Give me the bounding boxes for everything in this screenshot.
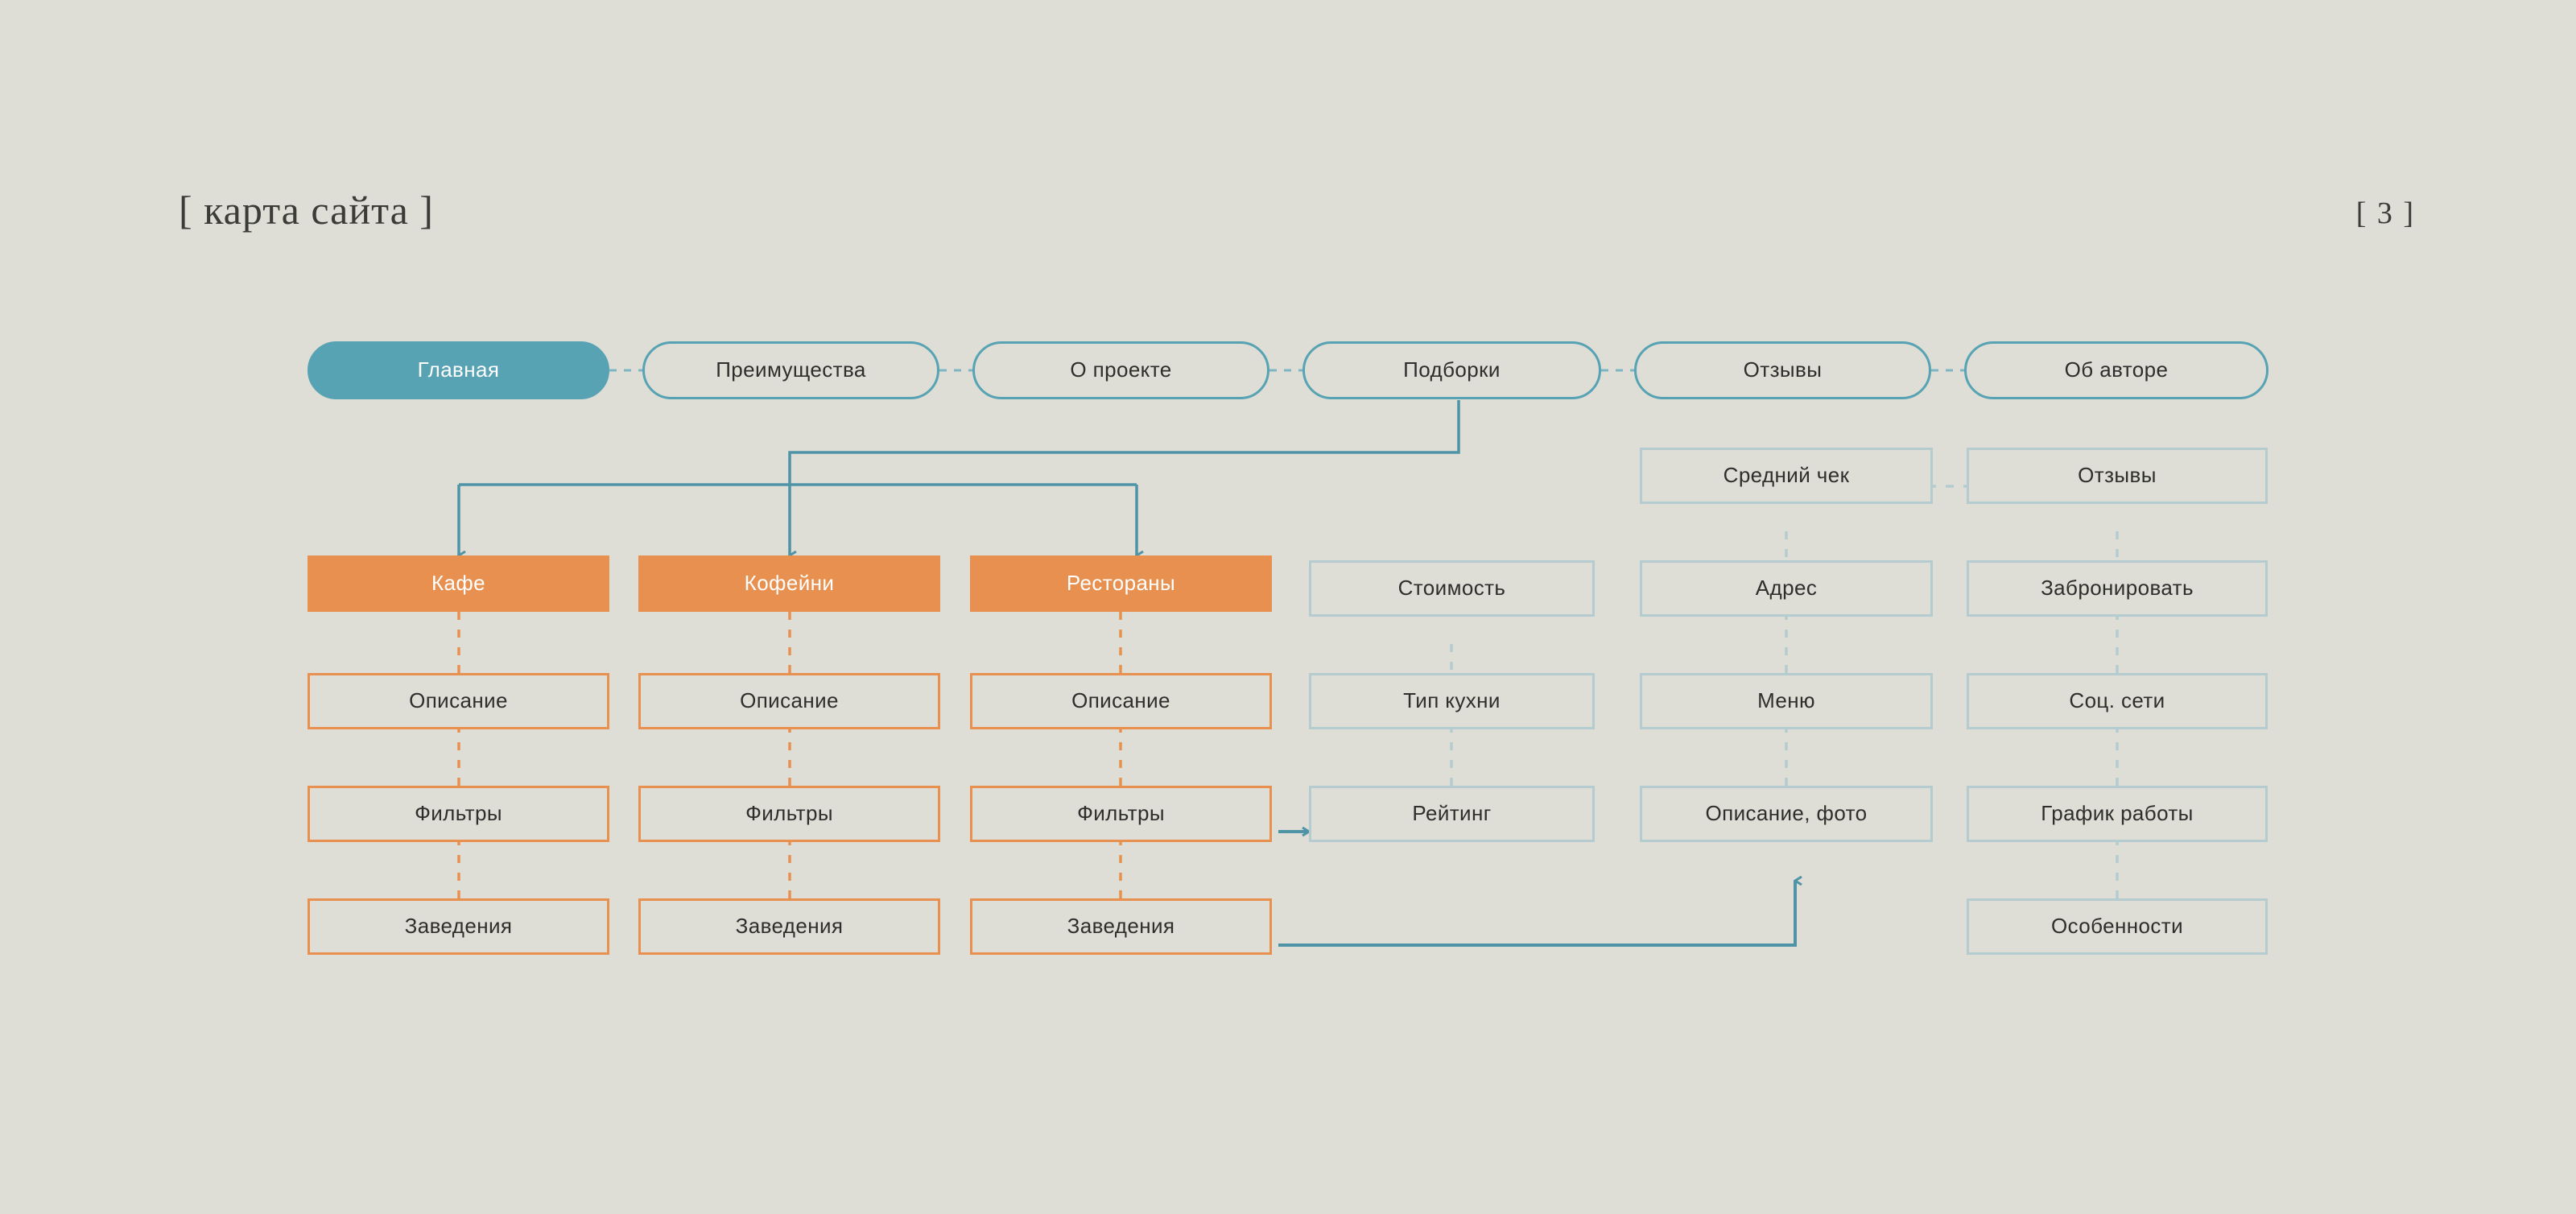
nav-item-otzyvy[interactable]: Отзывы: [1634, 341, 1931, 399]
category-header-cafe[interactable]: Кафе: [308, 555, 609, 612]
coffee-item-opisanie[interactable]: Описание: [638, 673, 940, 729]
restaurants-item-opisanie[interactable]: Описание: [970, 673, 1272, 729]
cafe-item-filtry[interactable]: Фильтры: [308, 786, 609, 842]
zavedeniya-to-opisanie-line: [1278, 881, 1795, 947]
venue-detail-menyu[interactable]: Меню: [1640, 673, 1933, 729]
restaurants-item-zavedeniya[interactable]: Заведения: [970, 898, 1272, 955]
filter-detail-reyting[interactable]: Рейтинг: [1309, 786, 1595, 842]
category-header-coffee[interactable]: Кофейни: [638, 555, 940, 612]
reviews-detail-soc-seti[interactable]: Соц. сети: [1967, 673, 2268, 729]
reviews-detail-grafik-raboty[interactable]: График работы: [1967, 786, 2268, 842]
cafe-item-opisanie[interactable]: Описание: [308, 673, 609, 729]
nav-item-glavnaya[interactable]: Главная: [308, 341, 609, 399]
nav-item-preimushchestva[interactable]: Преимущества: [642, 341, 939, 399]
coffee-item-zavedeniya[interactable]: Заведения: [638, 898, 940, 955]
venue-detail-srednii-chek[interactable]: Средний чек: [1640, 448, 1933, 504]
nav-item-o-proekte[interactable]: О проекте: [972, 341, 1269, 399]
venue-detail-opisanie-foto[interactable]: Описание, фото: [1640, 786, 1933, 842]
filter-detail-tip-kuhni[interactable]: Тип кухни: [1309, 673, 1595, 729]
reviews-detail-otzyvy[interactable]: Отзывы: [1967, 448, 2268, 504]
filter-detail-stoimost[interactable]: Стоимость: [1309, 560, 1595, 617]
cafe-item-zavedeniya[interactable]: Заведения: [308, 898, 609, 955]
category-header-restaurants[interactable]: Рестораны: [970, 555, 1272, 612]
coffee-item-filtry[interactable]: Фильтры: [638, 786, 940, 842]
nav-item-podborki[interactable]: Подборки: [1302, 341, 1601, 399]
nav-item-ob-avtore[interactable]: Об авторе: [1964, 341, 2268, 399]
restaurants-item-filtry[interactable]: Фильтры: [970, 786, 1272, 842]
podborki-branch: [459, 400, 1460, 555]
venue-detail-adres[interactable]: Адрес: [1640, 560, 1933, 617]
reviews-detail-zabronirovat[interactable]: Забронировать: [1967, 560, 2268, 617]
reviews-detail-osobennosti[interactable]: Особенности: [1967, 898, 2268, 955]
page-number: [ 3 ]: [2355, 196, 2415, 230]
page-title: [ карта сайта ]: [179, 188, 434, 233]
